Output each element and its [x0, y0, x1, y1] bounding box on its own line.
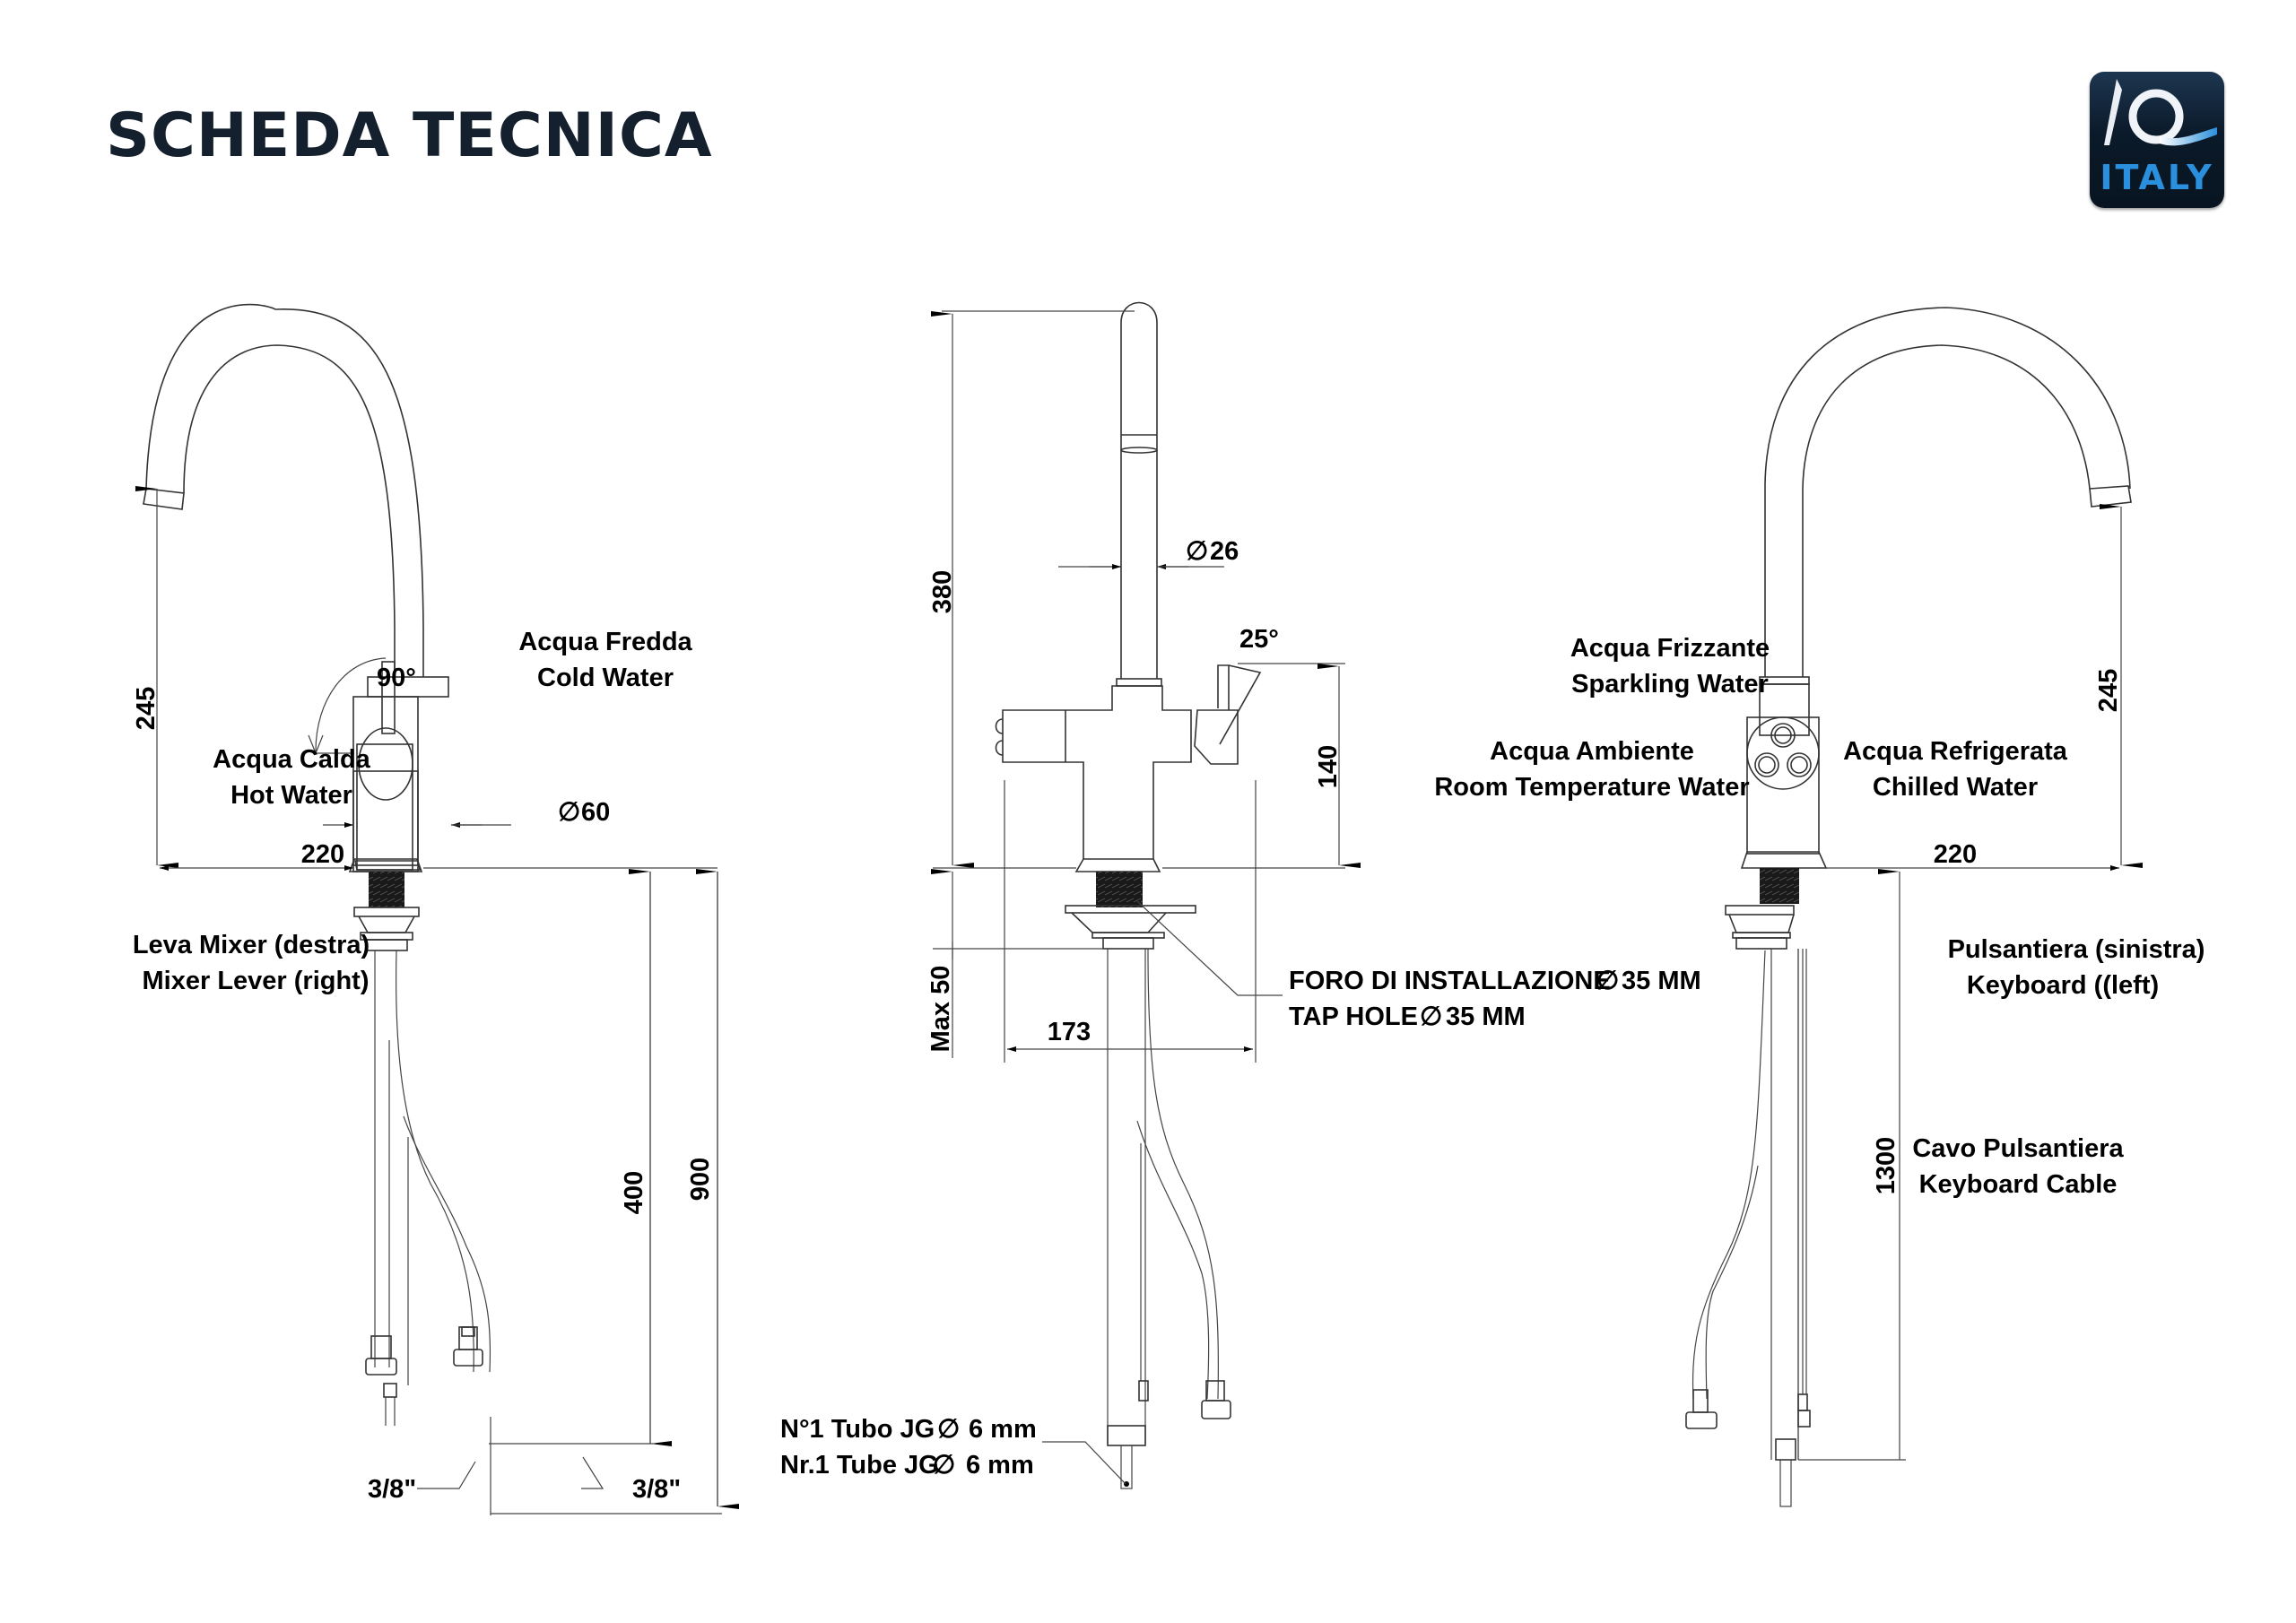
label-tube-en-symbol: ∅: [933, 1451, 955, 1480]
label-fitting-left: 3/8": [368, 1475, 416, 1504]
thread: [1760, 868, 1799, 904]
label-keyboard-it: Pulsantiera (sinistra): [1948, 935, 2205, 964]
spout-outline-right: [1764, 307, 2131, 677]
dim-spout-height-right: 245: [2094, 669, 2123, 712]
angle-25: 25°: [1239, 625, 1279, 654]
dim-body-width: 173: [1048, 1018, 1091, 1046]
thread: [369, 872, 404, 907]
label-cable-en: Keyboard Cable: [1919, 1170, 2118, 1199]
label-tube-it-value: 6 mm: [969, 1415, 1037, 1444]
page-title: SCHEDA TECNICA: [106, 100, 713, 171]
label-cold-it: Acqua Fredda: [518, 628, 692, 656]
label-tube-it: N°1 Tubo JG: [780, 1415, 935, 1444]
label-tube-it-symbol: ∅: [937, 1415, 960, 1444]
label-tap-hole-en-symbol: ∅: [1420, 1002, 1442, 1031]
dim-max-thickness: Max 50: [926, 966, 955, 1053]
label-hot-it: Acqua Calda: [213, 745, 371, 774]
dim-hose-400: 400: [620, 1171, 648, 1214]
label-tap-hole-it-value: 35 MM: [1622, 967, 1701, 995]
dim-total-height: 380: [928, 570, 957, 613]
label-ambient-it: Acqua Ambiente: [1490, 737, 1694, 766]
dim-diameter-symbol-26: ∅: [1186, 537, 1208, 566]
dim-reach-right: 220: [1934, 840, 1977, 869]
center-body: [1002, 685, 1192, 860]
label-tube-en: Nr.1 Tube JG: [780, 1451, 939, 1480]
angle-90: 90°: [377, 664, 416, 692]
brand-logo: ITALY: [2090, 72, 2224, 208]
dim-reach: 220: [301, 840, 344, 869]
label-tube-en-value: 6 mm: [966, 1451, 1034, 1480]
aerator-right: [2089, 485, 2132, 508]
center-view: 380 ∅ 26 25° 140 Max 50 173 FORO DI INST…: [780, 301, 1701, 1489]
dim-diameter-symbol: ∅: [558, 798, 580, 827]
spout-tube: [1120, 301, 1158, 679]
aerator: [143, 488, 185, 510]
label-ambient-en: Room Temperature Water: [1434, 773, 1749, 802]
lever-disc: [358, 727, 413, 801]
label-sparkling-en: Sparkling Water: [1571, 670, 1769, 699]
lever: [1217, 664, 1230, 710]
dim-spout-diameter: 26: [1210, 537, 1239, 566]
label-cable-it: Cavo Pulsantiera: [1912, 1134, 2124, 1163]
label-keyboard-en: Keyboard ((left): [1967, 971, 2159, 1000]
label-sparkling-it: Acqua Frizzante: [1570, 634, 1770, 663]
label-tap-hole-it-symbol: ∅: [1596, 967, 1619, 995]
label-chilled-it: Acqua Refrigerata: [1843, 737, 2068, 766]
left-view: 245 220 ∅ 60 400 900 90° Acqua Fredda Co…: [132, 303, 739, 1515]
label-tap-hole-en-value: 35 MM: [1446, 1002, 1526, 1031]
keyboard-disc: [1746, 716, 1820, 790]
label-tap-hole-it: FORO DI INSTALLAZIONE: [1289, 967, 1611, 995]
rotation-arc: [315, 657, 387, 752]
label-hot-en: Hot Water: [230, 781, 352, 810]
right-view: 245 220 1300 Acqua Frizzante Sparkling W…: [1434, 307, 2205, 1507]
logo-text: ITALY: [2100, 158, 2214, 197]
label-chilled-en: Chilled Water: [1873, 773, 2038, 802]
aq-italy-logo-icon: [2104, 79, 2217, 146]
lever: [381, 661, 396, 734]
lock-nut: [353, 907, 420, 917]
label-cold-en: Cold Water: [537, 664, 674, 692]
thread: [1096, 872, 1143, 907]
label-tap-hole-en: TAP HOLE: [1289, 1002, 1418, 1031]
label-lever-it: Leva Mixer (destra): [133, 931, 370, 959]
label-lever-en: Mixer Lever (right): [143, 967, 370, 995]
dim-body-height: 140: [1314, 745, 1343, 788]
spout-outline: [145, 303, 424, 677]
lever-housing: [1194, 709, 1239, 765]
label-fitting-right: 3/8": [632, 1475, 681, 1504]
dim-cable-length: 1300: [1872, 1137, 1900, 1195]
dim-body-diameter: 60: [581, 798, 610, 827]
dim-spout-height: 245: [132, 687, 161, 730]
dim-hose-900: 900: [686, 1158, 715, 1201]
